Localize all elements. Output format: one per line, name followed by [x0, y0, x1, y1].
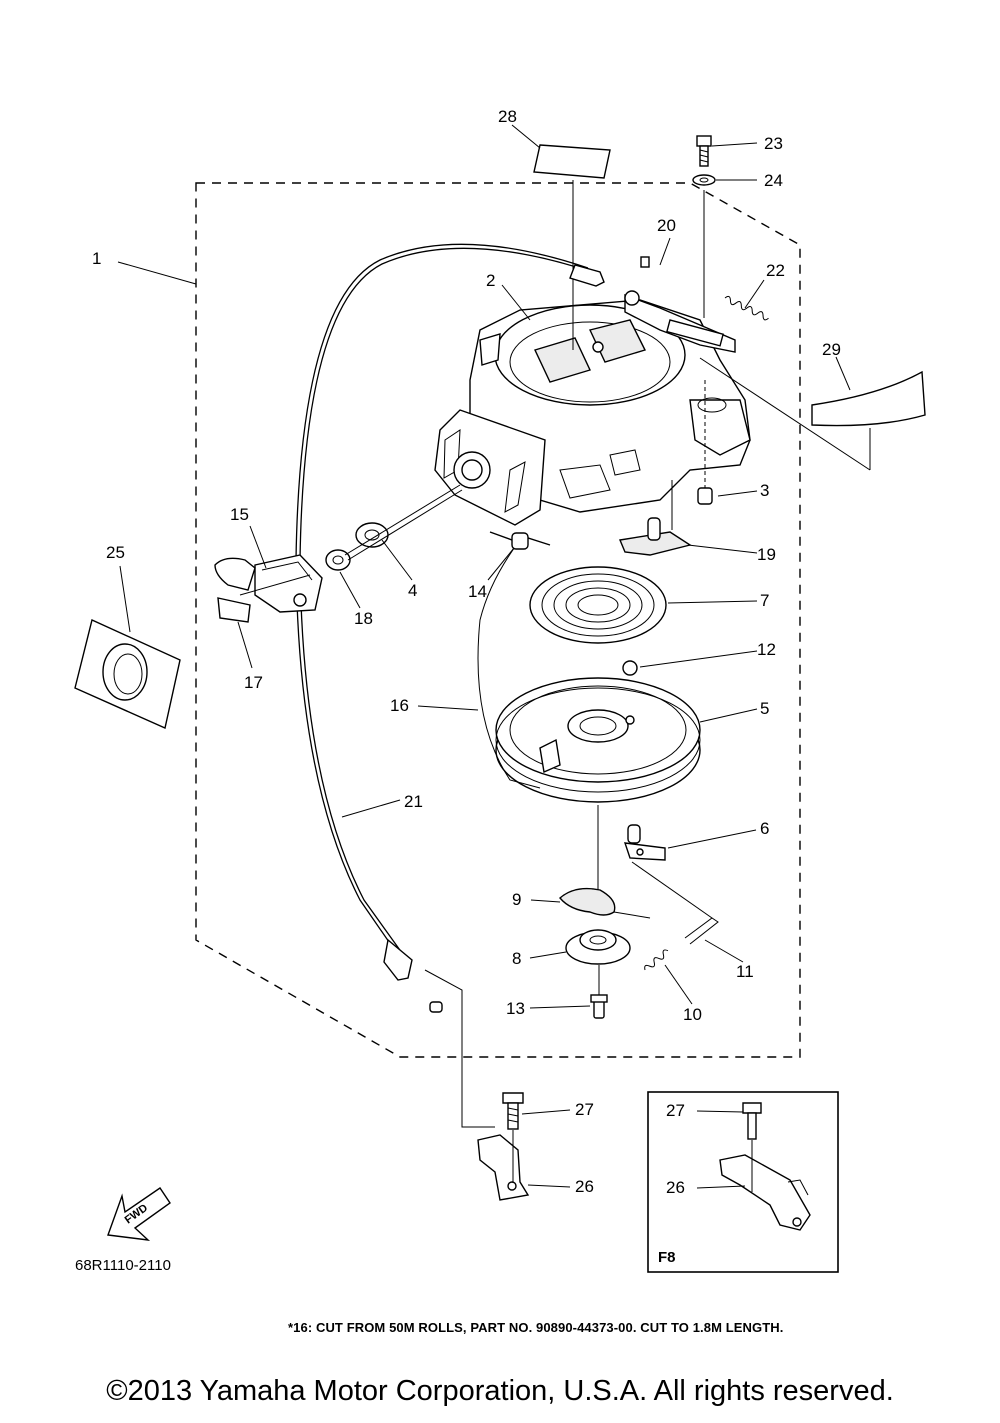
stopper-lever — [624, 256, 736, 353]
callout-5: 5 — [760, 699, 769, 718]
callout-16: 16 — [390, 696, 409, 715]
callouts: 1 2 3 4 5 6 7 8 9 10 11 12 13 14 15 16 1… — [92, 107, 841, 1197]
inset-bracket-26 — [719, 1154, 811, 1231]
footnote: *16: CUT FROM 50M ROLLS, PART NO. 90890-… — [288, 1320, 784, 1335]
copyright: ©2013 Yamaha Motor Corporation, U.S.A. A… — [106, 1375, 894, 1407]
fwd-arrow-icon: FWD — [107, 1187, 171, 1241]
bolt-27 — [502, 1092, 524, 1130]
decal-29 — [811, 370, 926, 427]
drawing-code: 68R1110-2110 — [75, 1257, 171, 1274]
callout-3: 3 — [760, 481, 769, 500]
starter-rope-16 — [477, 539, 541, 789]
callout-7: 7 — [760, 591, 769, 610]
choke-handle-assembly — [214, 554, 323, 623]
label-plate-28 — [533, 144, 611, 179]
callout-24: 24 — [764, 171, 783, 190]
callout-19: 19 — [757, 545, 776, 564]
grommet-18 — [325, 549, 351, 571]
spring-11 — [684, 917, 719, 945]
callout-2: 2 — [486, 271, 495, 290]
spring-22 — [724, 295, 769, 321]
friction-plate-9 — [559, 887, 616, 916]
rope-guide-14 — [511, 532, 529, 550]
grommet-4 — [355, 522, 389, 548]
callout-20: 20 — [657, 216, 676, 235]
callout-8: 8 — [512, 949, 521, 968]
return-spring-10 — [644, 949, 669, 971]
drive-plate-8 — [565, 929, 631, 965]
drive-pawl-6 — [623, 824, 666, 861]
callout-29: 29 — [822, 340, 841, 359]
callout-13: 13 — [506, 999, 525, 1018]
callout-27-inset: 27 — [666, 1101, 685, 1120]
callout-15: 15 — [230, 505, 249, 524]
cable-pin — [429, 1001, 443, 1013]
callout-14: 14 — [468, 582, 487, 601]
callout-26: 26 — [575, 1177, 594, 1196]
assembly-boundary — [195, 182, 801, 1058]
callout-11: 11 — [736, 962, 754, 981]
callout-4: 4 — [408, 581, 417, 600]
callout-10: 10 — [683, 1005, 702, 1024]
callout-28: 28 — [498, 107, 517, 126]
callout-27: 27 — [575, 1100, 594, 1119]
inset-bolt-27 — [742, 1102, 762, 1140]
callout-18: 18 — [354, 609, 373, 628]
starter-housing — [434, 299, 751, 526]
leader-lines — [117, 124, 851, 1189]
callout-17: 17 — [244, 673, 263, 692]
pawl-19 — [619, 517, 692, 556]
inset-label: F8 — [658, 1249, 676, 1266]
spiral-spring-7 — [529, 566, 667, 644]
seal-pad-25 — [74, 619, 181, 729]
callout-12: 12 — [757, 640, 776, 659]
callout-23: 23 — [764, 134, 783, 153]
washer-24 — [692, 174, 716, 186]
callout-9: 9 — [512, 890, 521, 909]
bracket-26 — [477, 1134, 530, 1201]
callout-21: 21 — [404, 792, 423, 811]
rope-pulley-5 — [495, 677, 701, 803]
callout-26-inset: 26 — [666, 1178, 685, 1197]
collar-3 — [697, 487, 713, 505]
callout-1: 1 — [92, 249, 101, 268]
circlip-12 — [622, 660, 638, 676]
callout-22: 22 — [766, 261, 785, 280]
bolt-23 — [696, 135, 712, 167]
callout-25: 25 — [106, 543, 125, 562]
starter-cable-21 — [295, 243, 589, 956]
bolt-13 — [590, 994, 608, 1019]
callout-6: 6 — [760, 819, 769, 838]
cable-end-fitting — [569, 264, 605, 287]
